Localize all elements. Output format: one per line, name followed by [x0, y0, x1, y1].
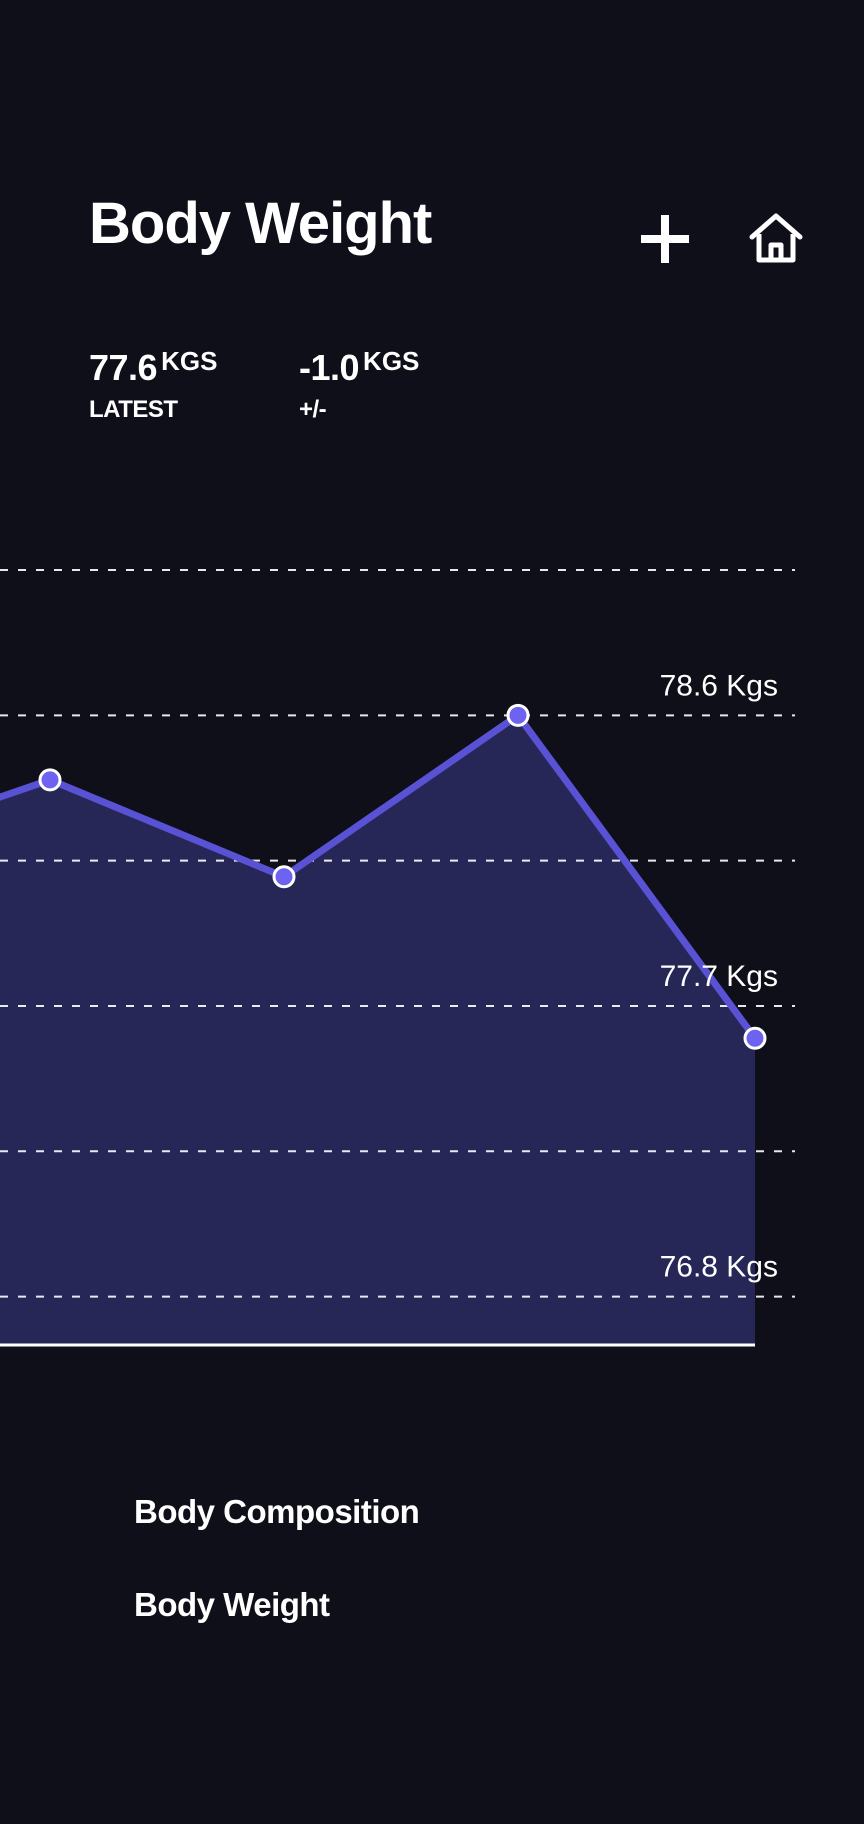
- latest-weight-value: 77.6: [89, 347, 158, 388]
- chart-data-point: [506, 703, 530, 727]
- chart-data-point: [743, 1026, 767, 1050]
- chart-grid-layer: [0, 569, 795, 1298]
- chart-marker-layer: [38, 703, 767, 1050]
- chart-data-point: [38, 768, 62, 792]
- nav-item-body-weight[interactable]: Body Weight: [134, 1586, 330, 1623]
- chart-y-tick-label: 76.8 Kgs: [660, 1251, 778, 1284]
- add-entry-button[interactable]: [638, 212, 692, 266]
- body-weight-chart-svg: 78.6 Kgs 77.7 Kgs 76.8 Kgs: [0, 569, 795, 1347]
- chart-area-fill: [0, 715, 755, 1345]
- weight-change-unit: KGS: [363, 346, 420, 376]
- page-title: Body Weight: [89, 191, 432, 256]
- chart-data-point: [272, 865, 296, 889]
- body-weight-chart: 78.6 Kgs 77.7 Kgs 76.8 Kgs: [0, 540, 864, 1360]
- weight-change-value: -1.0: [299, 347, 360, 388]
- chart-label-layer: 78.6 Kgs 77.7 Kgs 76.8 Kgs: [660, 669, 778, 1283]
- plus-icon: [641, 215, 689, 263]
- nav-item-body-composition[interactable]: Body Composition: [134, 1493, 420, 1530]
- home-icon: [749, 213, 803, 263]
- latest-weight-unit: KGS: [161, 346, 218, 376]
- chart-y-tick-label: 77.7 Kgs: [660, 960, 778, 993]
- chart-area-layer: [0, 715, 755, 1345]
- chart-y-tick-label: 78.6 Kgs: [660, 669, 778, 702]
- weight-change-label: +/-: [299, 396, 327, 423]
- home-button[interactable]: [748, 212, 804, 264]
- latest-weight-label: LATEST: [89, 396, 178, 423]
